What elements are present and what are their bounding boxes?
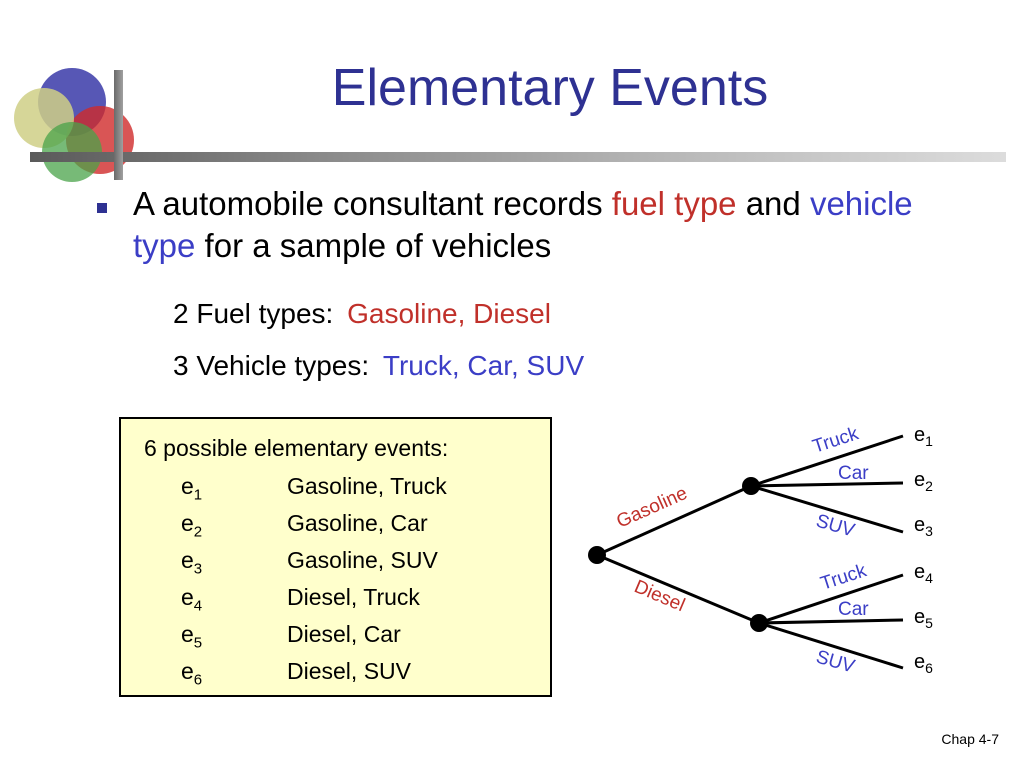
event-description: Diesel, Truck	[287, 584, 420, 610]
vehicle-types-line: 3 Vehicle types: Truck, Car, SUV	[173, 350, 584, 382]
label-gasoline: Gasoline	[613, 483, 690, 533]
bullet-rest: for a sample of vehicles	[204, 227, 552, 264]
square-bullet-icon	[97, 203, 107, 213]
branch-gasoline	[596, 484, 752, 557]
bullet-and: and	[745, 185, 801, 222]
slide-footer: Chap 4-7	[941, 731, 999, 747]
vehicle-types-value: Truck, Car, SUV	[382, 350, 585, 381]
event-code: e3	[181, 547, 203, 578]
branch-diesel-car	[758, 618, 904, 625]
leaf-e2: e2	[914, 469, 933, 494]
event-code: e1	[181, 473, 203, 504]
branch-gas-car	[750, 481, 904, 488]
fuel-types-label: 2 Fuel types:	[173, 298, 334, 329]
branch-gas-truck	[750, 434, 904, 488]
root-node	[588, 546, 606, 564]
branch-gas-suv	[750, 484, 904, 534]
leaf-e1: e1	[914, 424, 933, 449]
branch-diesel-truck	[758, 573, 904, 625]
event-description: Gasoline, Truck	[287, 473, 447, 499]
leaf-e5: e5	[914, 606, 933, 631]
branch-diesel	[596, 553, 760, 625]
diesel-node	[750, 614, 768, 632]
event-description: Diesel, Car	[287, 621, 401, 647]
leaf-e6: e6	[914, 651, 933, 676]
leaf-e3: e3	[914, 514, 933, 539]
branch-diesel-suv	[758, 621, 904, 670]
label-car-2: Car	[838, 599, 869, 620]
event-description: Gasoline, Car	[287, 510, 428, 536]
bullet-text: A automobile consultant records fuel typ…	[133, 183, 963, 267]
title-rule	[30, 152, 1006, 162]
slide-title: Elementary Events	[331, 59, 769, 117]
fuel-types-line: 2 Fuel types: Gasoline, Diesel	[173, 298, 551, 330]
event-description: Gasoline, SUV	[287, 547, 438, 573]
fuel-types-value: Gasoline, Diesel	[347, 298, 551, 329]
label-car-1: Car	[838, 463, 869, 484]
event-code: e5	[181, 621, 203, 652]
event-description: Diesel, SUV	[287, 658, 411, 684]
event-code: e2	[181, 510, 203, 541]
event-code: e4	[181, 584, 203, 615]
vehicle-type-term: vehicle type	[133, 185, 913, 264]
event-code: e6	[181, 658, 203, 689]
bullet-intro: A automobile consultant records	[133, 185, 603, 222]
leaf-e4: e4	[914, 561, 933, 586]
events-box-heading: 6 possible elementary events:	[144, 435, 449, 461]
vertical-rule	[114, 70, 123, 180]
vehicle-types-label: 3 Vehicle types:	[173, 350, 370, 381]
fuel-type-term: fuel type	[611, 185, 737, 222]
gasoline-node	[742, 477, 760, 495]
events-box: 6 possible elementary events: e1 Gasolin…	[119, 417, 552, 697]
